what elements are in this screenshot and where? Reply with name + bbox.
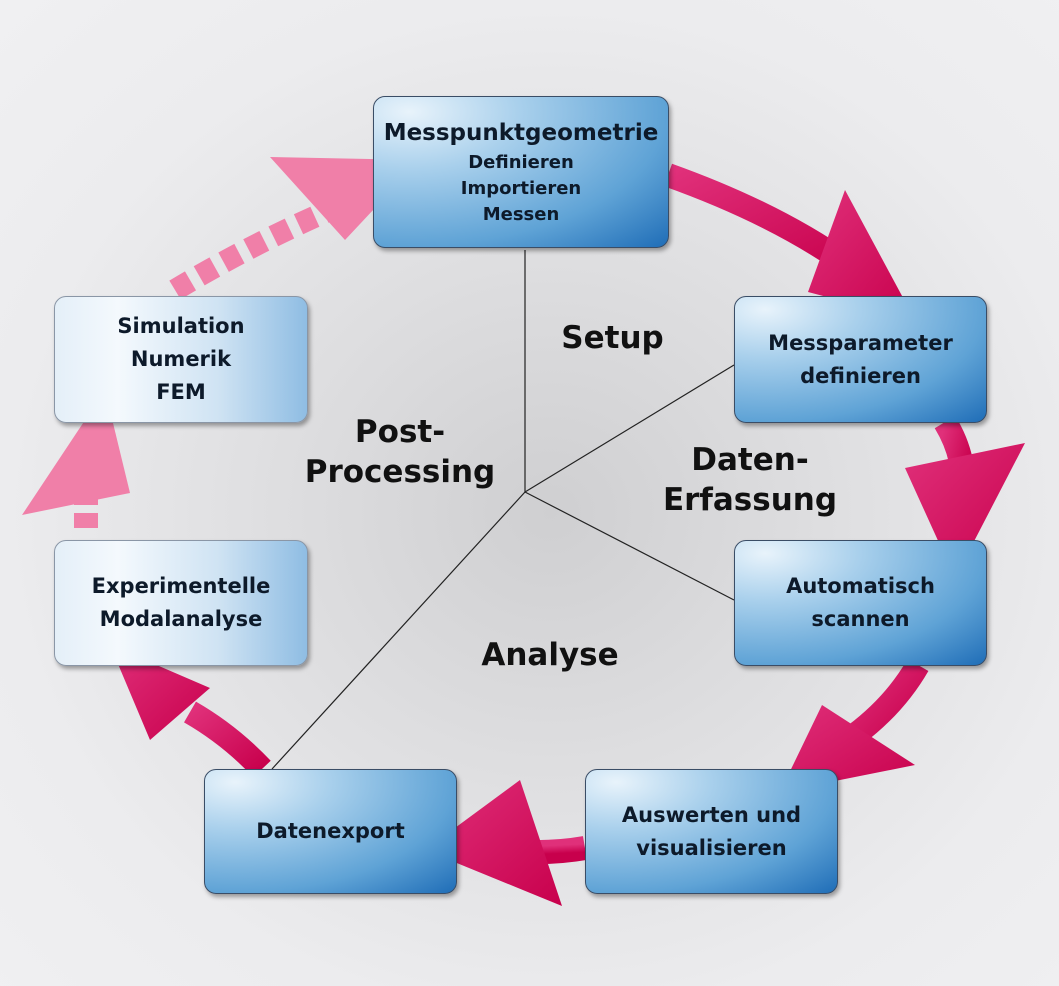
box-messparameter[interactable]: Messparameter definieren — [734, 296, 987, 423]
box-automatisch-scannen[interactable]: Automatisch scannen — [734, 540, 987, 666]
phase-divider-lines — [271, 250, 735, 770]
box-simulation[interactable]: Simulation Numerik FEM — [54, 296, 308, 423]
box-experimentelle-modalanalyse[interactable]: Experimentelle Modalanalyse — [54, 540, 308, 666]
box-line: Messparameter — [768, 330, 953, 355]
phase-line: Erfassung — [662, 482, 838, 518]
phase-label-setup: Setup — [561, 320, 664, 356]
box-line: Experimentelle — [91, 574, 271, 598]
phase-label-analyse: Analyse — [481, 637, 619, 673]
box-line: Modalanalyse — [99, 607, 263, 631]
box-auswerten[interactable]: Auswerten und visualisieren — [585, 769, 838, 894]
box-line: FEM — [156, 380, 206, 404]
box-line: Simulation — [117, 314, 245, 338]
phase-line: Post- — [354, 414, 446, 450]
box-line: definieren — [800, 363, 921, 388]
arrow-messparameter-to-scannen — [905, 415, 1025, 578]
phase-label-datenerfassung: Daten- Erfassung — [660, 440, 840, 520]
arrow-datenexport-to-modal — [110, 645, 271, 778]
box-line: Numerik — [130, 347, 232, 371]
phase-line: Processing — [304, 454, 496, 490]
box-line: Definieren — [468, 152, 574, 173]
phase-label-postprocessing: Post- Processing — [300, 412, 500, 492]
box-line: visualisieren — [636, 835, 787, 860]
box-line: Datenexport — [256, 819, 405, 843]
box-line: Importieren — [460, 178, 582, 199]
box-line: scannen — [811, 607, 910, 631]
box-line: Auswerten und — [621, 802, 802, 827]
arrow-messpunkt-to-messparameter — [663, 163, 915, 320]
box-line: Automatisch — [786, 574, 935, 598]
box-line: Messen — [482, 204, 560, 225]
box-datenexport[interactable]: Datenexport — [204, 769, 457, 894]
box-messpunktgeometrie[interactable]: Messpunktgeometrie Definieren Importiere… — [373, 96, 669, 248]
box-title: Messpunktgeometrie — [383, 120, 659, 146]
phase-line: Daten- — [691, 442, 809, 478]
arrow-auswerten-to-datenexport — [425, 780, 588, 906]
